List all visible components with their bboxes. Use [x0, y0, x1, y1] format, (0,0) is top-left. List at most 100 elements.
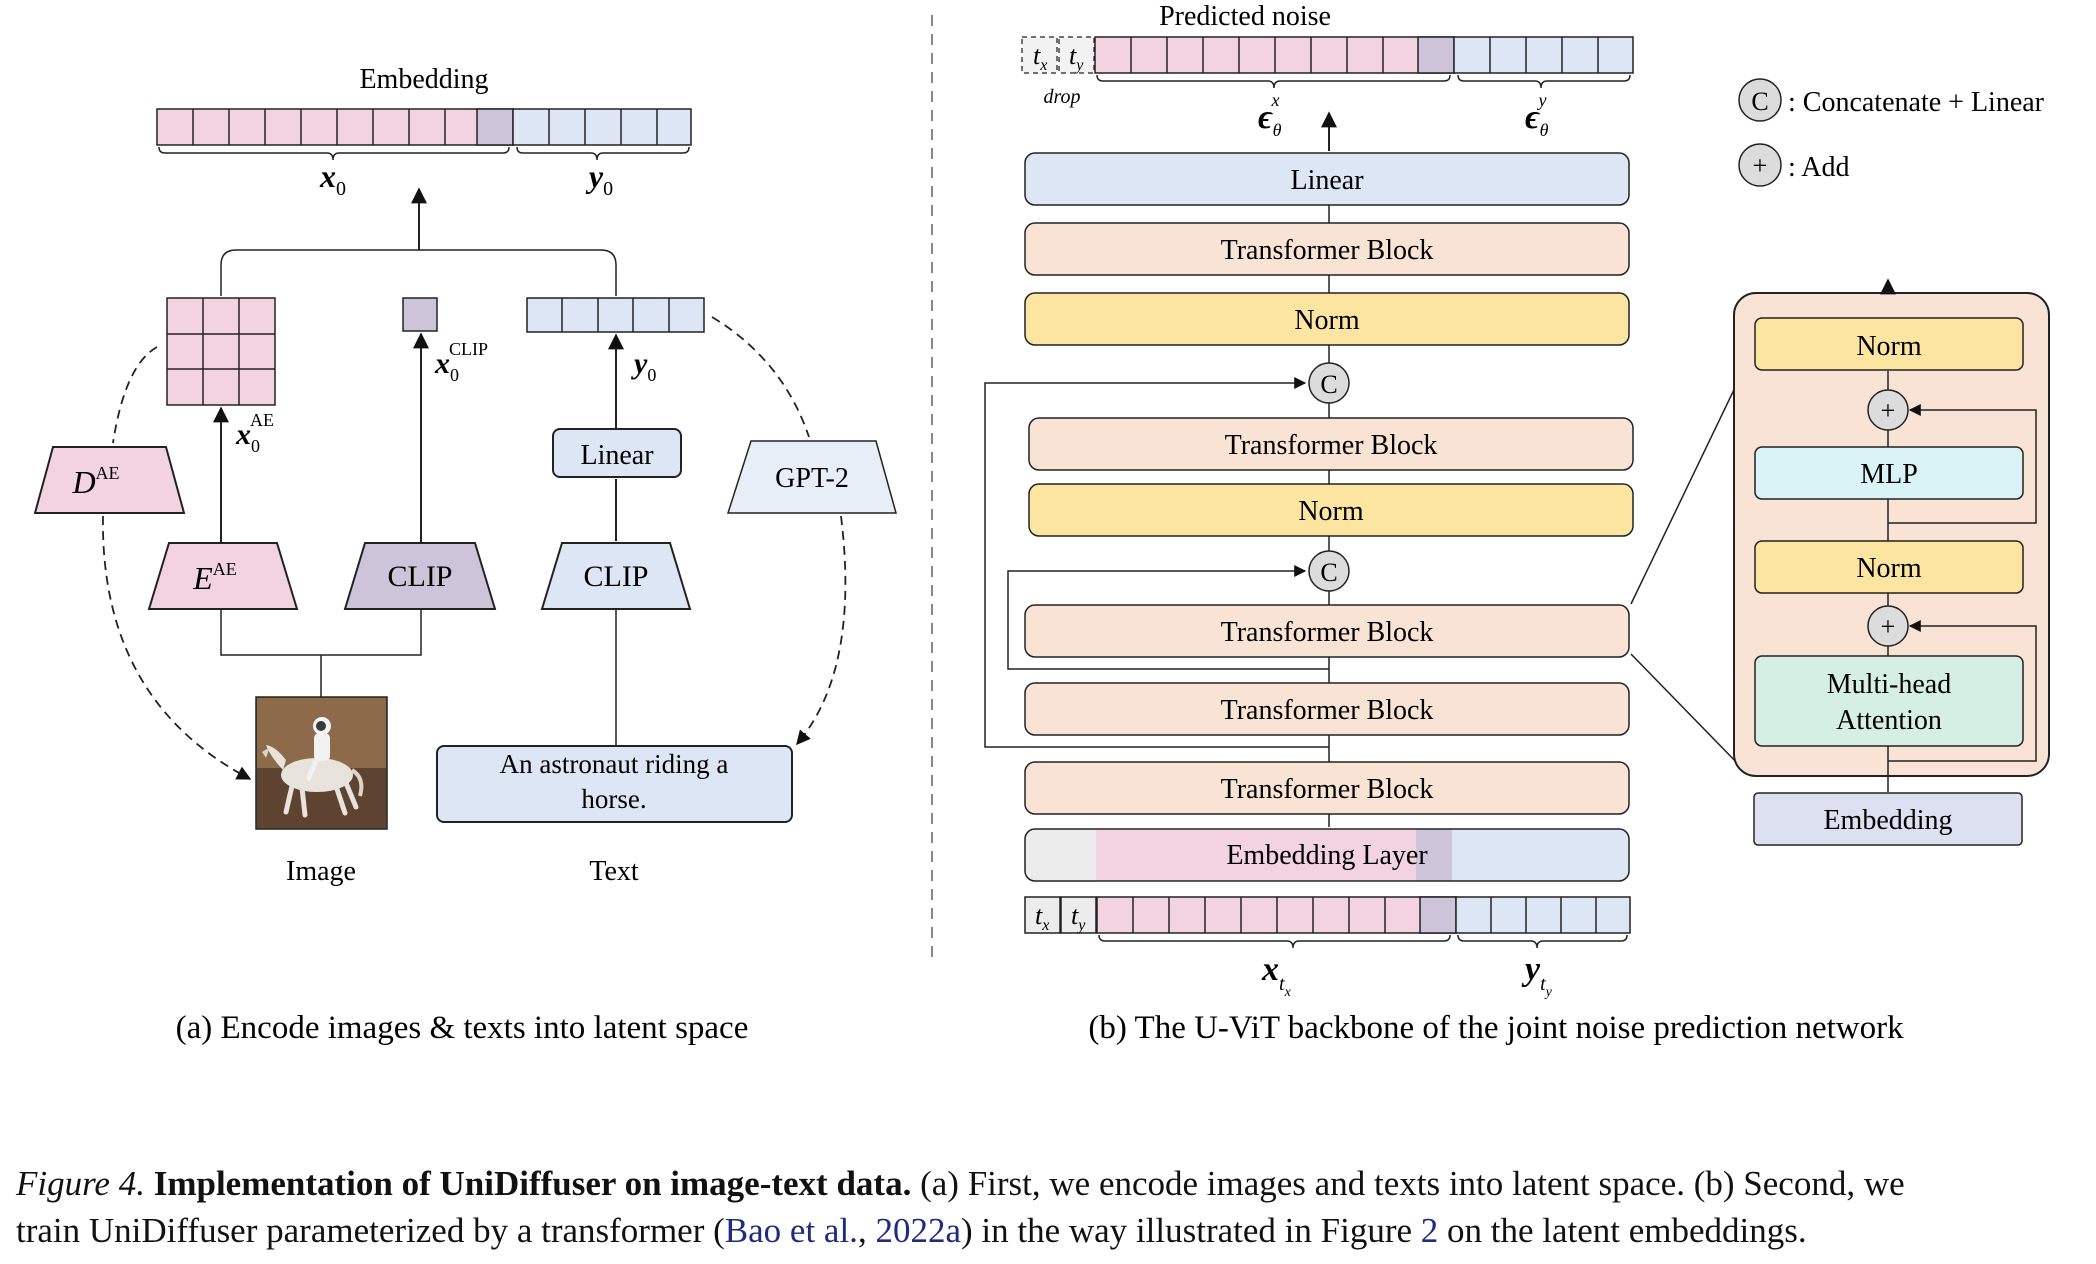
x0-ae-label: x0AE	[235, 410, 274, 456]
bottom-tx-token: tx	[1035, 901, 1049, 934]
right-panel: Predicted noise tx ty drop ϵθx ϵθy	[984, 1, 2050, 1046]
caption-comma: ,	[857, 1211, 876, 1250]
decoder-trapezoid	[33, 446, 186, 514]
right-panel-caption: (b) The U-ViT backbone of the joint nois…	[1088, 1010, 1904, 1046]
concat-node-1-symbol: C	[1320, 370, 1337, 399]
detail-add-bottom	[1867, 605, 1909, 647]
top-tx-token: tx	[1033, 41, 1047, 74]
noisy-input-strip	[1024, 896, 1631, 949]
dashed-arc-decoder-to-image	[102, 515, 252, 780]
eps-x-label: ϵθx	[1258, 90, 1282, 140]
encoder-trapezoid	[147, 542, 299, 610]
backbone-linear-label: Linear	[1290, 165, 1364, 196]
detail-norm-bottom-label: Norm	[1856, 553, 1922, 584]
detail-add-top	[1867, 389, 1909, 431]
concat-node-1	[1308, 362, 1350, 404]
gpt2-label: GPT-2	[775, 463, 849, 494]
caption-part2: train UniDiffuser parameterized by a tra…	[16, 1211, 725, 1250]
top-ty-token: ty	[1069, 41, 1084, 74]
predicted-noise-strip	[1021, 36, 1634, 89]
left-merge-bracket	[220, 249, 617, 296]
clip-image-trapezoid	[343, 542, 497, 610]
transformer-block-middle	[1024, 604, 1630, 658]
text-token-strip	[526, 297, 705, 333]
figure-number: Figure 4.	[16, 1164, 145, 1203]
left-embedding-title: Embedding	[359, 64, 488, 95]
detail-mlp-label: MLP	[1860, 459, 1918, 490]
embedding-layer	[1024, 828, 1630, 882]
left-panel-caption: (a) Encode images & texts into latent sp…	[176, 1010, 749, 1046]
detail-embedding-label: Embedding	[1823, 805, 1952, 836]
transformer-block-in-1-label: Transformer Block	[1221, 774, 1434, 805]
transformer-block-detail: Norm + MLP Norm + Multi-head Attention	[1733, 278, 2050, 792]
text-prompt-line2: horse.	[581, 784, 646, 814]
transformer-block-mid-up	[1028, 417, 1634, 471]
concat-node-2	[1308, 550, 1350, 592]
citation-year-link[interactable]: 2022a	[875, 1211, 961, 1250]
gpt2-trapezoid	[726, 440, 897, 514]
caption-part1: (a) First, we encode images and texts in…	[911, 1164, 1905, 1203]
dashed-arc-grid-to-decoder	[112, 346, 158, 444]
eps-y-label: ϵθy	[1525, 90, 1549, 140]
left-linear-label: Linear	[580, 440, 654, 471]
clip-image-token	[402, 297, 438, 332]
transformer-block-in-2	[1024, 682, 1630, 736]
y0-mid-label: y0	[631, 347, 656, 385]
text-caption-label: Text	[589, 856, 639, 887]
transformer-block-out	[1024, 222, 1630, 276]
decoder-label: DAE	[71, 463, 119, 500]
dashed-arc-gpt2-to-text	[796, 515, 847, 746]
concat-node-2-symbol: C	[1320, 558, 1337, 587]
transformer-block-in-1	[1024, 761, 1630, 815]
zoom-line-top	[1630, 372, 1743, 605]
transformer-block-middle-label: Transformer Block	[1221, 617, 1434, 648]
detail-embedding	[1753, 792, 2023, 846]
x-t-label: xtx	[1261, 951, 1292, 1000]
clip-text-trapezoid	[540, 542, 692, 610]
image-caption-label: Image	[286, 856, 356, 887]
norm-mid-label: Norm	[1298, 496, 1364, 527]
text-prompt-line1: An astronaut riding a	[500, 749, 729, 779]
ae-latent-grid	[166, 297, 276, 406]
legend-concat-text: : Concatenate + Linear	[1788, 87, 2045, 118]
zoom-line-bottom	[1630, 653, 1743, 769]
caption-part4: on the latent embeddings.	[1438, 1211, 1807, 1250]
figure-ref-link[interactable]: 2	[1420, 1211, 1439, 1250]
astronaut-horse-image	[255, 696, 388, 830]
figure-title: Implementation of UniDiffuser on image-t…	[153, 1164, 912, 1203]
left-panel: Embedding x0 y0	[33, 64, 897, 1046]
backbone-linear	[1024, 152, 1630, 206]
y-t-label: yty	[1521, 951, 1553, 1000]
drop-label: drop	[1043, 86, 1080, 108]
caption-part3: ) in the way illustrated in Figure	[960, 1211, 1421, 1250]
detail-attention-line2: Attention	[1836, 705, 1942, 736]
predicted-noise-title: Predicted noise	[1159, 1, 1331, 32]
norm-mid	[1028, 483, 1634, 537]
image-branch-lines	[220, 609, 422, 697]
clip-text-label: CLIP	[583, 560, 648, 593]
left-linear-box	[552, 428, 682, 478]
transformer-block-out-label: Transformer Block	[1221, 235, 1434, 266]
detail-mlp	[1754, 446, 2024, 500]
transformer-block-mid-up-label: Transformer Block	[1225, 430, 1438, 461]
figure-caption: Figure 4. Implementation of UniDiffuser …	[16, 1160, 2086, 1254]
citation-author-link[interactable]: Bao et al.	[724, 1211, 858, 1250]
embedding-layer-label: Embedding Layer	[1226, 840, 1428, 871]
legend: C : Concatenate + Linear + : Add	[1738, 78, 2045, 187]
legend-concat-symbol: C	[1751, 87, 1768, 116]
legend-add-symbol: +	[1753, 151, 1768, 180]
bottom-ty-token: ty	[1071, 901, 1086, 934]
norm-out-label: Norm	[1294, 305, 1360, 336]
x0-clip-label: x0CLIP	[434, 339, 488, 385]
detail-norm-top-label: Norm	[1856, 331, 1922, 362]
left-y0-label: y0	[585, 158, 613, 200]
detail-norm-top	[1754, 317, 2024, 371]
detail-add-top-symbol: +	[1881, 396, 1896, 425]
text-prompt-box	[436, 745, 793, 823]
detail-attention-line1: Multi-head	[1827, 669, 1951, 700]
legend-concat-icon	[1738, 78, 1782, 122]
legend-add-icon	[1738, 143, 1782, 187]
clip-image-label: CLIP	[387, 560, 452, 593]
transformer-block-in-2-label: Transformer Block	[1221, 695, 1434, 726]
